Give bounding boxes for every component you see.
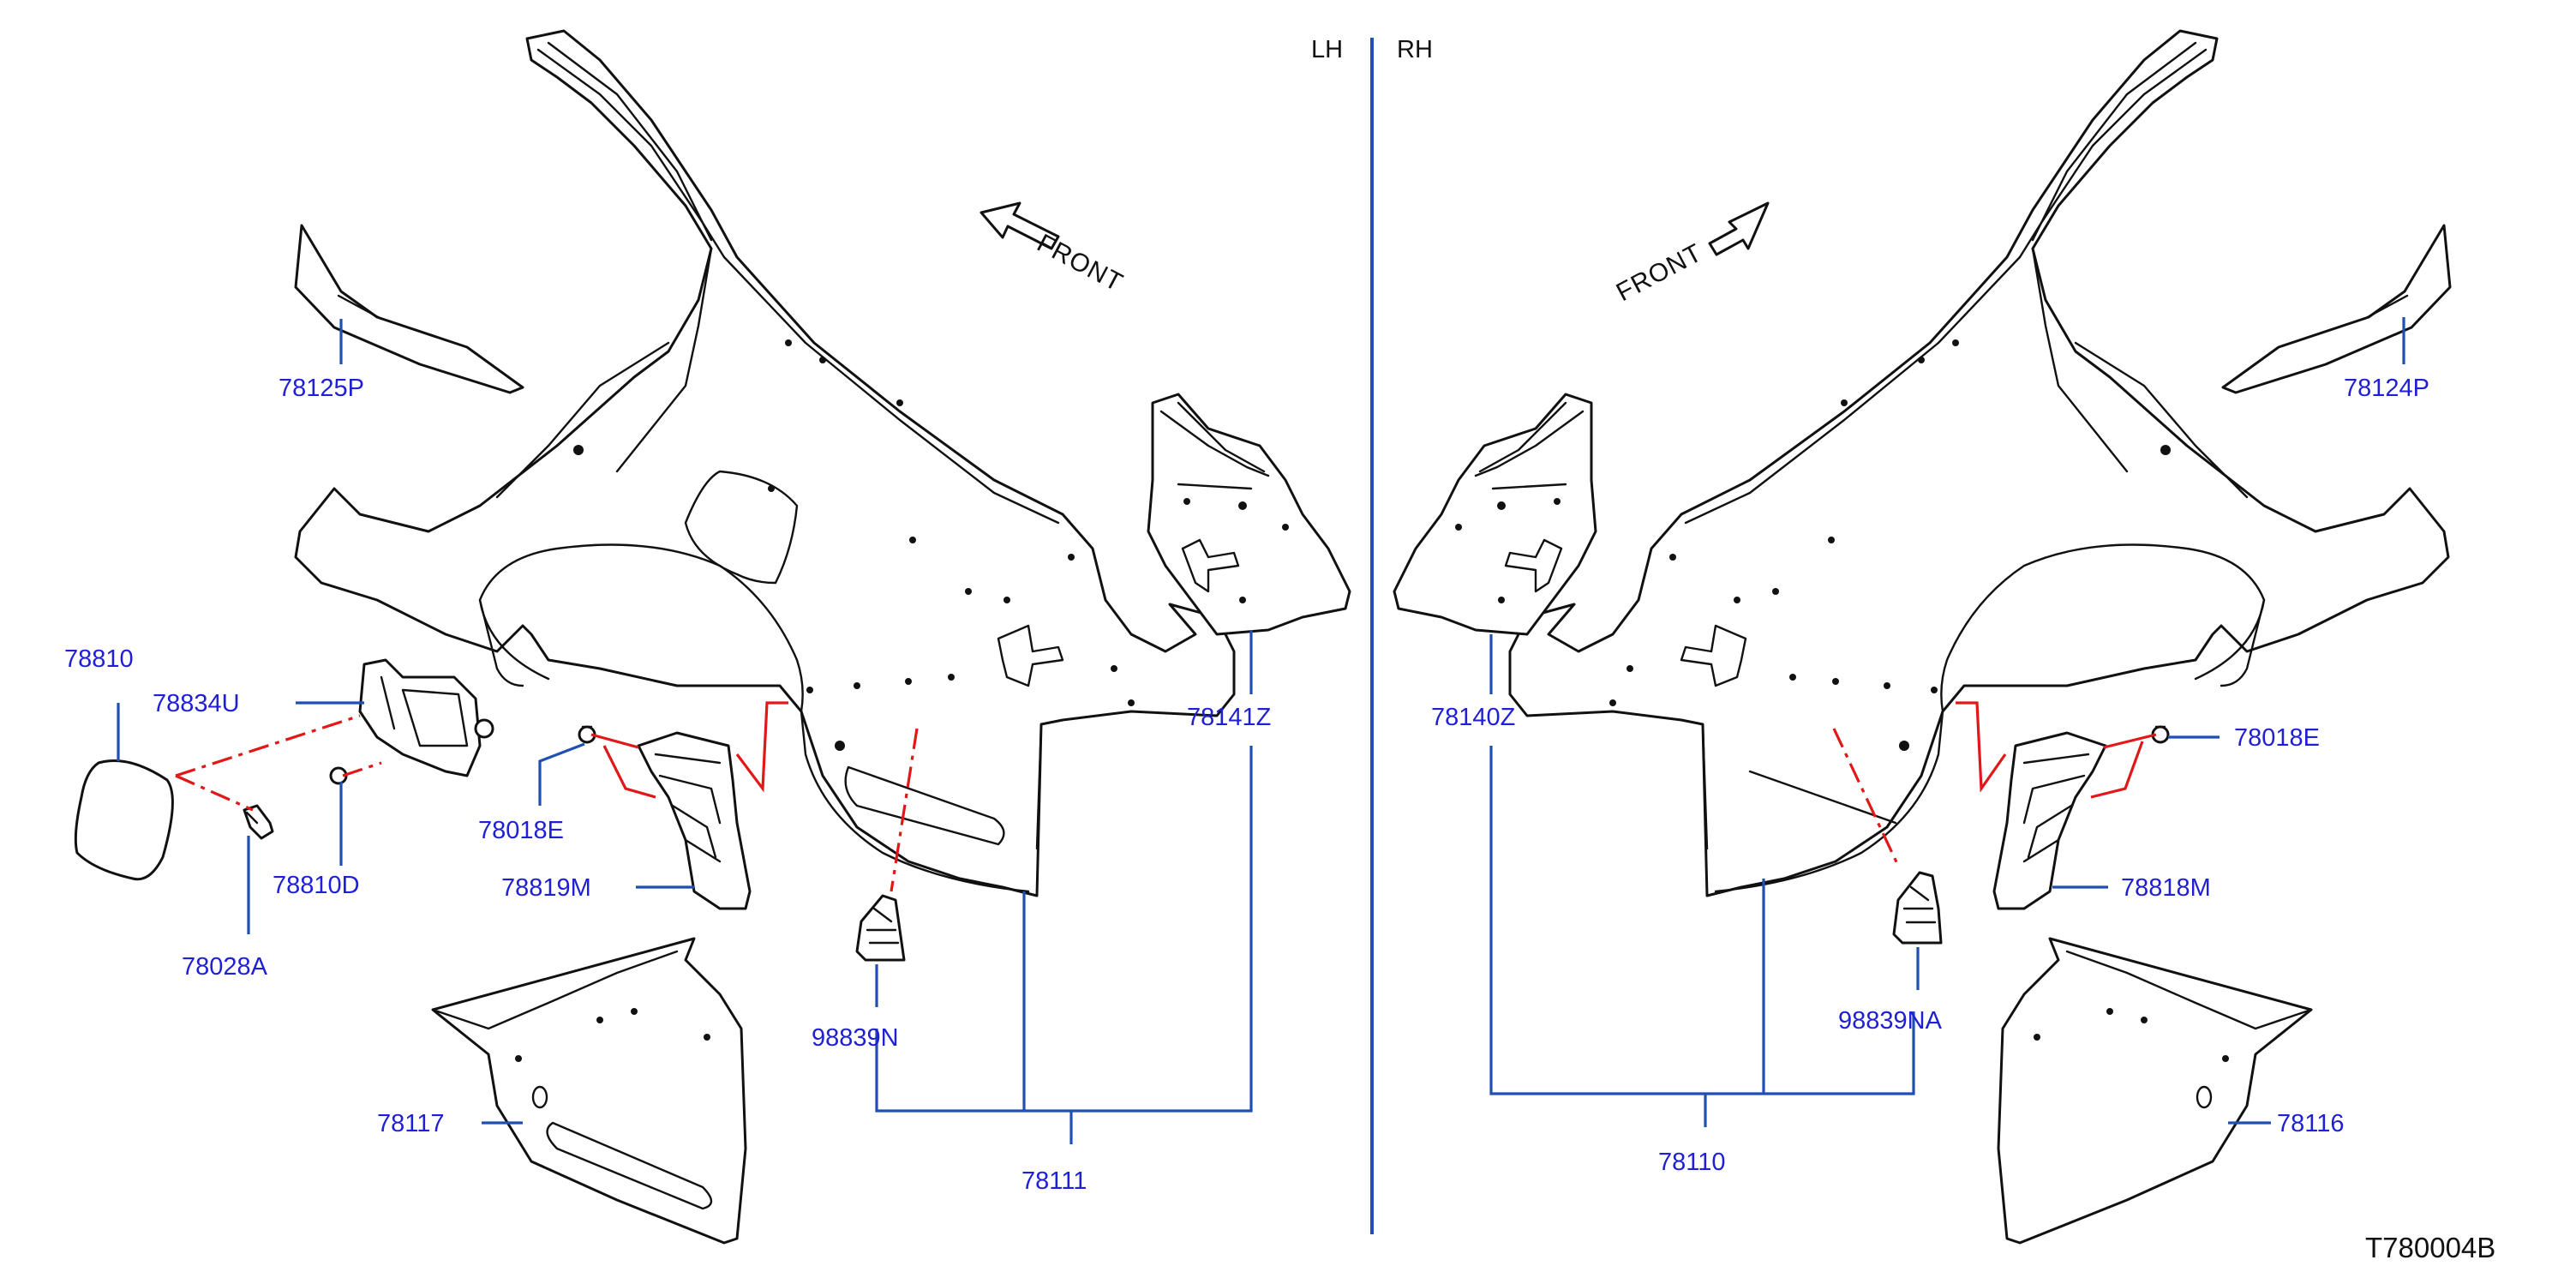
- phantom-lines-left: [175, 701, 919, 892]
- rh-side-label: RH: [1397, 36, 1433, 63]
- callout-78111: 78111: [1021, 1167, 1087, 1195]
- part-78124P-strip: [2221, 224, 2452, 394]
- leader-lines: [117, 317, 2405, 1144]
- part-78110-quarter-panel-right: [1508, 29, 2450, 897]
- callout-78818M: 78818M: [2121, 874, 2211, 902]
- part-78834U-housing: [358, 658, 494, 777]
- callout-78810: 78810: [64, 645, 134, 673]
- part-98839NA-clip: [1892, 871, 1943, 945]
- callout-78140Z: 78140Z: [1431, 704, 1515, 731]
- callout-78028A: 78028A: [182, 953, 268, 981]
- part-78117-liner: [431, 937, 747, 1245]
- callout-78124P: 78124P: [2344, 375, 2429, 402]
- part-78810-fuel-door: [74, 759, 174, 881]
- phantom-lines-right: [1832, 701, 2157, 867]
- part-78140Z-bracket: [1393, 393, 1597, 636]
- part-78116-liner: [1997, 937, 2313, 1245]
- callout-78834U: 78834U: [153, 690, 240, 717]
- part-78111-quarter-panel-left: [294, 29, 1236, 897]
- part-78125P-strip: [294, 224, 524, 394]
- callout-98839NA: 98839NA: [1838, 1007, 1943, 1035]
- callout-labels: 78125P 78810 78834U 78018E 78810D 78028A…: [64, 375, 2429, 1195]
- part-78141Z-bracket: [1147, 393, 1351, 636]
- part-98839N-clip: [855, 894, 906, 962]
- callout-78117: 78117: [377, 1110, 445, 1137]
- callout-78810D: 78810D: [273, 872, 360, 899]
- callout-98839N: 98839N: [812, 1024, 899, 1052]
- callout-78819M: 78819M: [501, 874, 591, 902]
- callout-78018E-right: 78018E: [2234, 724, 2320, 752]
- front-arrow-right: FRONT: [1612, 201, 1770, 307]
- front-label-left: FRONT: [1033, 229, 1128, 297]
- part-78818M-guard: [1992, 731, 2107, 910]
- callout-78110: 78110: [1658, 1149, 1726, 1176]
- lh-side-label: LH: [1311, 36, 1343, 63]
- callout-78116: 78116: [2277, 1110, 2345, 1137]
- callout-78125P: 78125P: [279, 375, 364, 402]
- front-arrow-left: FRONT: [979, 201, 1128, 297]
- callout-78141Z: 78141Z: [1187, 704, 1271, 731]
- callout-78018E-left: 78018E: [478, 817, 564, 844]
- front-label-right: FRONT: [1612, 238, 1707, 307]
- diagram-id: T780004B: [2365, 1232, 2495, 1263]
- part-78028A-screw: [243, 804, 274, 840]
- part-78819M-guard: [637, 731, 752, 910]
